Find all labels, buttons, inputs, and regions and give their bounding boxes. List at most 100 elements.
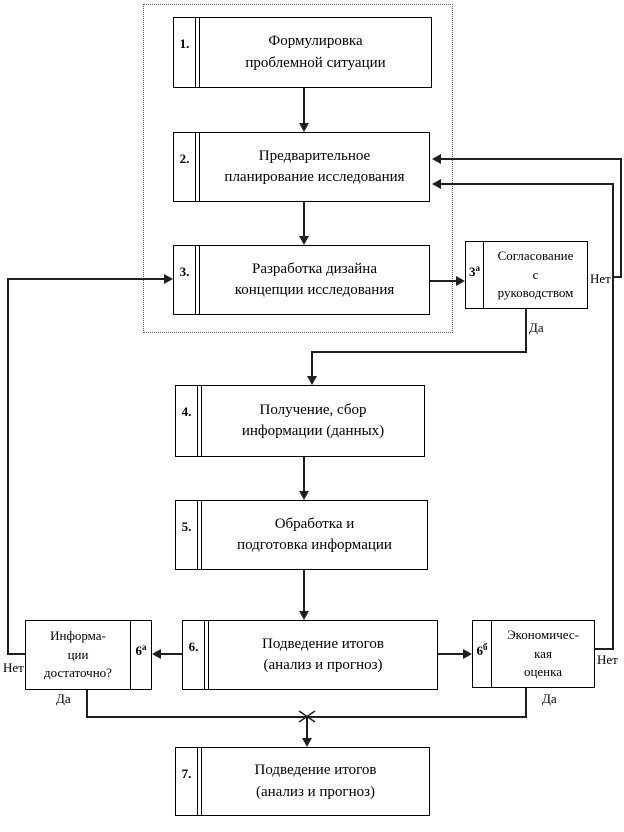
arrowhead-3-3a xyxy=(456,276,465,286)
step-6b-line2: кая xyxy=(534,645,552,661)
step-1-number: 1. xyxy=(179,36,190,51)
step-2-text: Предварительное планирование исследовани… xyxy=(200,133,429,201)
step-3a-line1: Согласование xyxy=(497,247,574,263)
step-3a-line3: руководством xyxy=(497,285,574,301)
arrowhead-merge-7 xyxy=(302,738,312,747)
step-6-text: Подведение итогов (анализ и прогноз) xyxy=(209,621,437,689)
connector-6a-no-back xyxy=(7,278,164,280)
number-separator xyxy=(197,386,202,456)
connector-6b-no-up xyxy=(612,183,614,650)
connector-6b-yes-down xyxy=(525,688,527,718)
number-separator xyxy=(195,246,200,314)
step-5-line2: подготовка информации xyxy=(237,537,392,553)
step-4-line1: Получение, сбор xyxy=(259,401,367,418)
step-6-line1: Подведение итогов xyxy=(262,635,384,652)
label-yes-6b: Да xyxy=(541,691,558,707)
step-4-line2: информации (данных) xyxy=(241,423,385,439)
connector-3a-yes-into-4 xyxy=(311,351,313,378)
step-5-box: 5. Обработка и подготовка информации xyxy=(175,500,428,570)
step-2-box: 2. Предварительное планирование исследов… xyxy=(173,132,430,202)
label-no-3a: Нет xyxy=(589,271,612,287)
arrowhead-2-3 xyxy=(299,236,309,245)
step-4-box: 4. Получение, сбор информации (данных) xyxy=(175,385,425,457)
step-3-line1: Разработка дизайна xyxy=(252,260,377,277)
step-6-box: 6. Подведение итогов (анализ и прогноз) xyxy=(182,620,438,690)
connector-3a-yes-across xyxy=(311,351,527,353)
step-5-line1: Обработка и xyxy=(274,515,355,532)
connector-3a-no-up xyxy=(620,158,622,278)
step-3-line2: концепции исследования xyxy=(234,282,395,298)
arrowhead-6a-no-3 xyxy=(164,274,173,284)
dotted-group-frame xyxy=(143,4,453,333)
junction-cross-icon xyxy=(298,710,316,723)
step-6b-line1: Экономичес- xyxy=(507,626,579,642)
arrowhead-6b-no-2 xyxy=(432,179,441,189)
connector-6-6b xyxy=(438,653,463,655)
number-separator xyxy=(130,621,131,689)
step-6a-line3: достаточно? xyxy=(44,665,112,681)
arrowhead-5-6 xyxy=(299,611,309,620)
step-2-line2: планирование исследования xyxy=(224,169,405,185)
step-7-line1: Подведение итогов xyxy=(254,762,377,779)
connector-6a-no-out xyxy=(7,653,25,655)
number-separator xyxy=(197,748,202,815)
arrowhead-1-2 xyxy=(299,123,309,132)
step-2-line1: Предварительное xyxy=(258,147,371,164)
step-1-text: Формулировка проблемной ситуации xyxy=(200,18,431,87)
number-separator xyxy=(204,621,209,689)
step-6a-line1: Информа- xyxy=(50,627,106,643)
step-6b-text: Экономичес- кая оценка xyxy=(492,621,594,687)
connector-4-5 xyxy=(303,457,305,492)
connector-6b-no-back xyxy=(441,183,614,185)
connector-1-2 xyxy=(303,88,305,124)
arrowhead-6-6b xyxy=(463,649,472,659)
step-6b-line3: оценка xyxy=(523,664,563,680)
step-6a-text: Информа- ции достаточно? xyxy=(26,621,130,689)
connector-3a-yes-down xyxy=(525,309,527,353)
number-separator xyxy=(195,133,200,201)
number-separator xyxy=(195,18,200,87)
step-6a-line2: ции xyxy=(67,646,89,662)
connector-6b-no-out xyxy=(595,648,614,650)
step-4-text: Получение, сбор информации (данных) xyxy=(202,386,424,456)
connector-5-6 xyxy=(303,570,305,612)
step-3-number: 3. xyxy=(179,264,190,279)
label-yes-6a: Да xyxy=(55,691,72,707)
step-3-text: Разработка дизайна концепции исследовани… xyxy=(200,246,429,314)
step-6-line2: (анализ и прогноз) xyxy=(263,657,383,673)
connector-3a-no-back xyxy=(441,158,622,160)
connector-6a-no-up xyxy=(7,278,9,655)
label-yes-3a: Да xyxy=(528,320,545,336)
arrowhead-4-5 xyxy=(299,491,309,500)
number-separator xyxy=(483,242,484,308)
step-7-box: 7. Подведение итогов (анализ и прогноз) xyxy=(175,747,430,816)
connector-merge-into-7 xyxy=(306,716,308,739)
step-3-box: 3. Разработка дизайна концепции исследов… xyxy=(173,245,430,315)
connector-6-6a xyxy=(161,653,182,655)
arrowhead-3a-no-2 xyxy=(432,154,441,164)
connector-3-3a xyxy=(430,280,457,282)
step-4-number: 4. xyxy=(181,404,192,419)
arrowhead-6-6a xyxy=(152,649,161,659)
number-separator xyxy=(491,621,492,687)
step-5-text: Обработка и подготовка информации xyxy=(202,501,427,569)
step-3a-text: Согласование с руководством xyxy=(484,242,587,308)
step-1-line1: Формулировка xyxy=(268,33,363,50)
label-no-6b: Нет xyxy=(596,652,619,668)
label-no-6a: Нет xyxy=(2,660,25,676)
step-3a-line2: с xyxy=(532,266,539,282)
arrowhead-3a-4 xyxy=(307,376,317,385)
step-6-number: 6. xyxy=(188,639,199,654)
step-7-number: 7. xyxy=(181,766,192,781)
step-1-line2: проблемной ситуации xyxy=(245,54,386,71)
step-7-line2: (анализ и прогноз) xyxy=(255,783,376,800)
number-separator xyxy=(197,501,202,569)
step-2-number: 2. xyxy=(179,151,190,166)
